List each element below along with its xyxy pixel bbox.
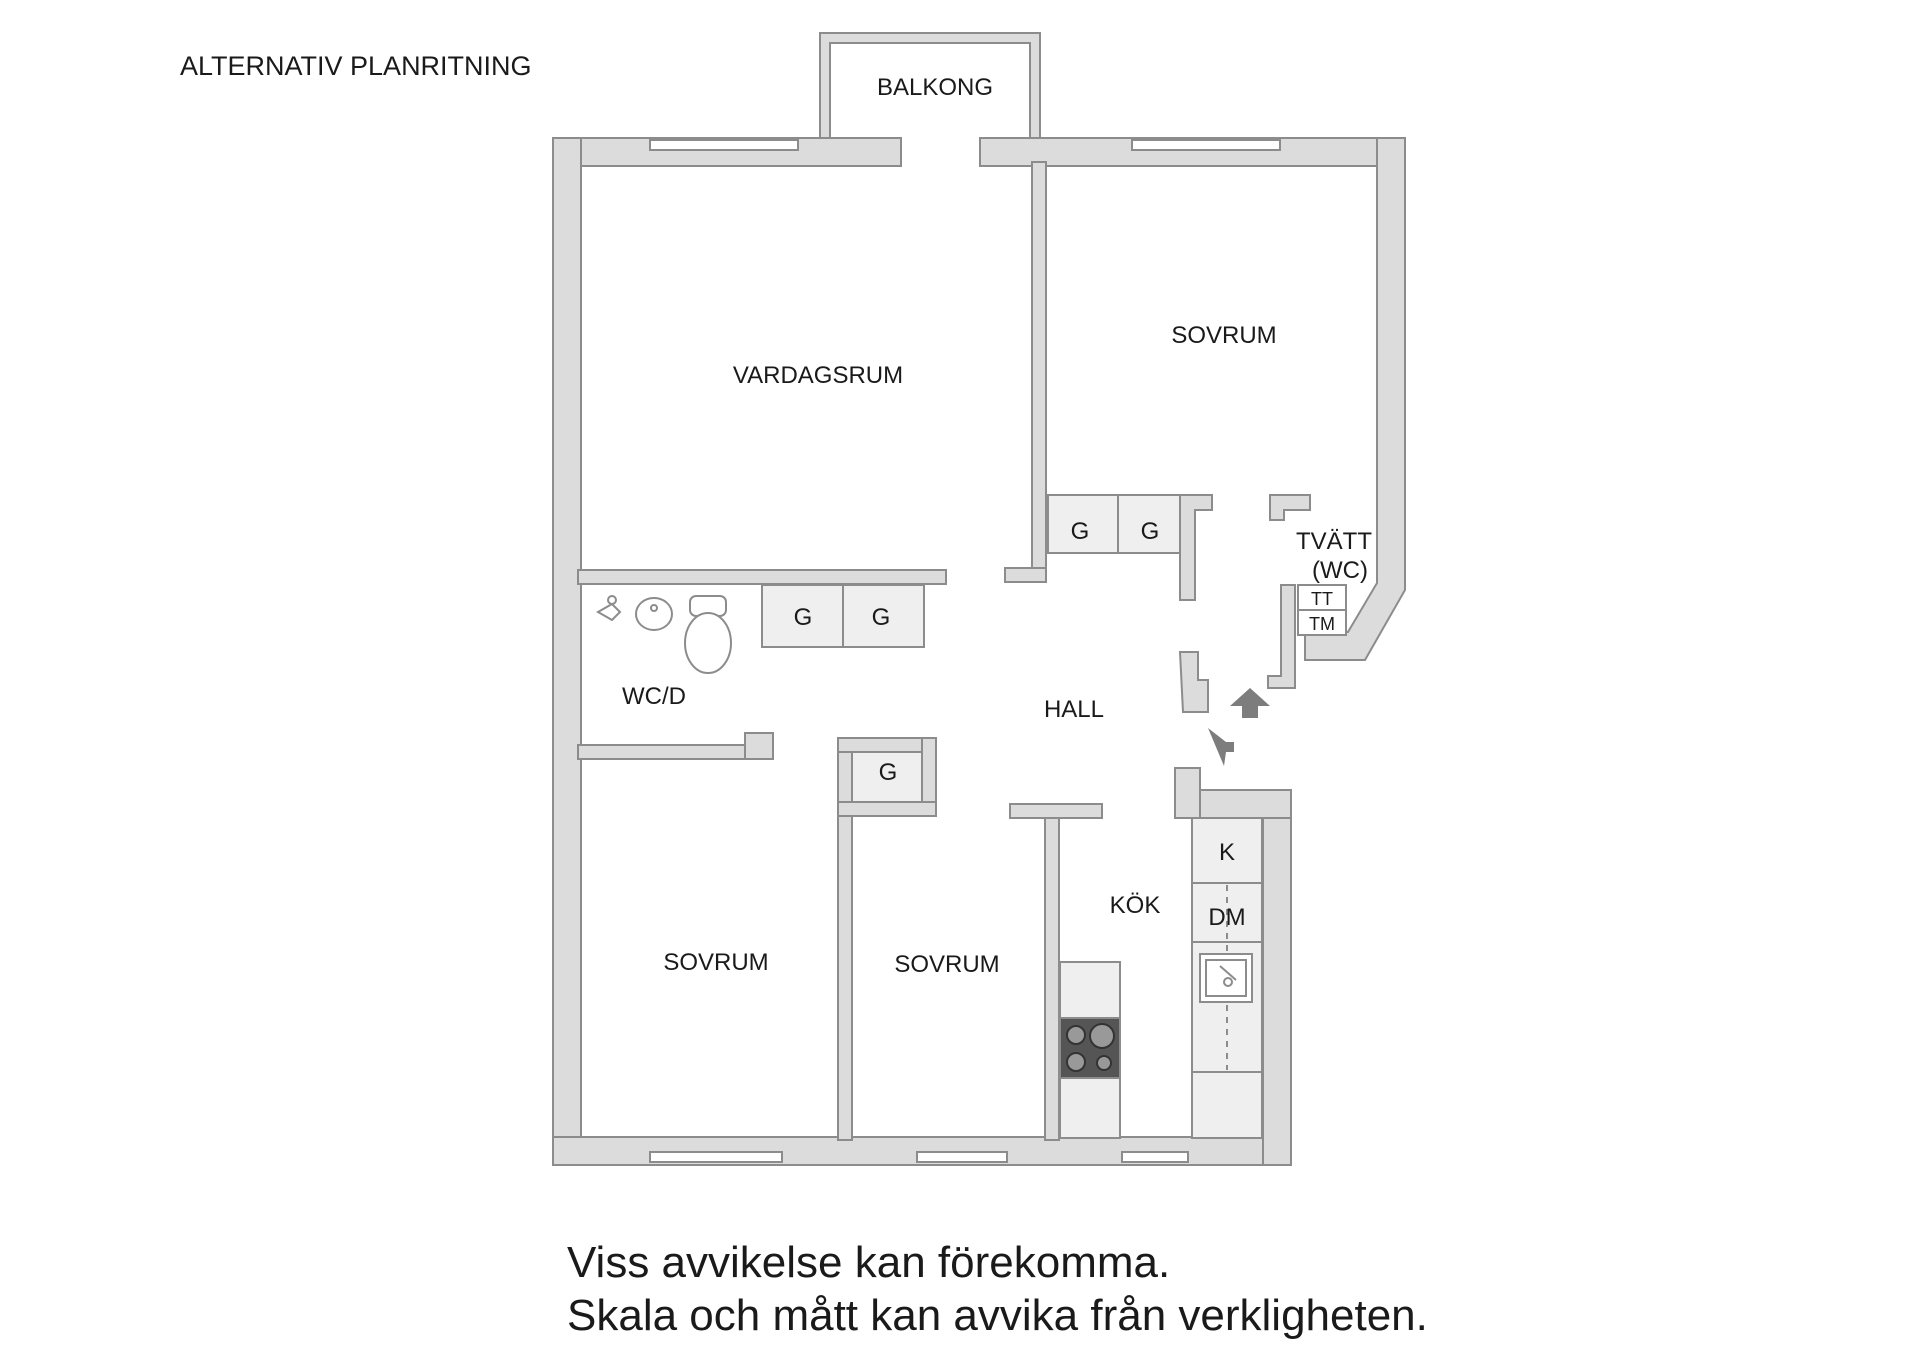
room-label-living-room: VARDAGSRUM [733,362,903,389]
storage-label-4: G [872,604,891,631]
storage-label-3: G [794,604,813,631]
dishwasher-label: DM [1208,904,1245,931]
room-label-hall: HALL [1044,696,1104,723]
storage-label-2: G [1141,518,1160,545]
room-label-bedroom-ne: SOVRUM [1171,322,1276,349]
disclaimer-line-2: Skala och mått kan avvika från verklighe… [567,1291,1428,1340]
storage-label-5: G [879,759,898,786]
storage-closets [761,494,1181,803]
outer-walls [552,137,1406,1166]
windows [649,139,1281,1163]
kitchen-sink [1199,953,1253,1003]
plan-title: ALTERNATIV PLANRITNING [180,51,532,81]
room-label-bathroom: WC/D [622,683,686,710]
dryer-label: TT [1311,589,1333,609]
room-label-laundry-line1: TVÄTT [1296,528,1372,555]
room-label-bedroom-s: SOVRUM [894,951,999,978]
room-label-bedroom-sw: SOVRUM [663,949,768,976]
storage-label-1: G [1071,518,1090,545]
entrance-arrow-icon [1208,688,1270,766]
room-label-kitchen: KÖK [1110,892,1161,919]
washer-label: TM [1309,614,1335,634]
fridge-label: K [1219,839,1235,866]
disclaimer-line-1: Viss avvikelse kan förekomma. [567,1238,1170,1287]
laundry-appliances [1297,584,1347,636]
room-label-laundry-line2: (WC) [1312,557,1368,584]
bathroom-fixtures [595,595,732,674]
room-label-balcony: BALKONG [877,74,993,101]
cooktop [1059,1017,1121,1079]
